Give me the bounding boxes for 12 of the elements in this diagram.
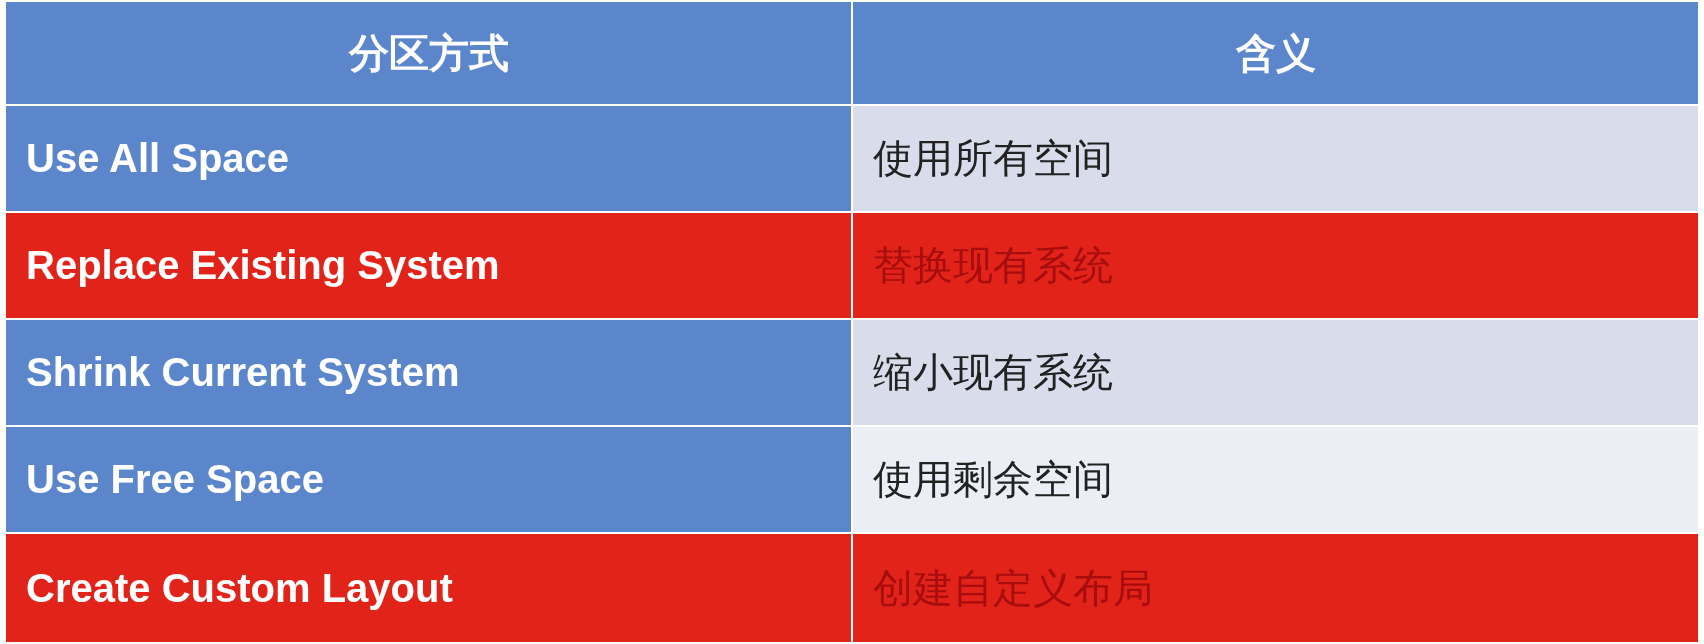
table-cell: 使用所有空间 bbox=[853, 106, 1698, 211]
table-cell: 缩小现有系统 bbox=[853, 320, 1698, 425]
table-cell: Create Custom Layout bbox=[6, 534, 851, 642]
table-cell: 使用剩余空间 bbox=[853, 427, 1698, 532]
table-cell: Shrink Current System bbox=[6, 320, 851, 425]
header-cell: 分区方式 bbox=[6, 2, 851, 104]
table-cell: Replace Existing System bbox=[6, 213, 851, 318]
table-cell: Use All Space bbox=[6, 106, 851, 211]
header-cell: 含义 bbox=[853, 2, 1698, 104]
table-cell: 创建自定义布局 bbox=[853, 534, 1698, 642]
table-cell: 替换现有系统 bbox=[853, 213, 1698, 318]
table-cell: Use Free Space bbox=[6, 427, 851, 532]
